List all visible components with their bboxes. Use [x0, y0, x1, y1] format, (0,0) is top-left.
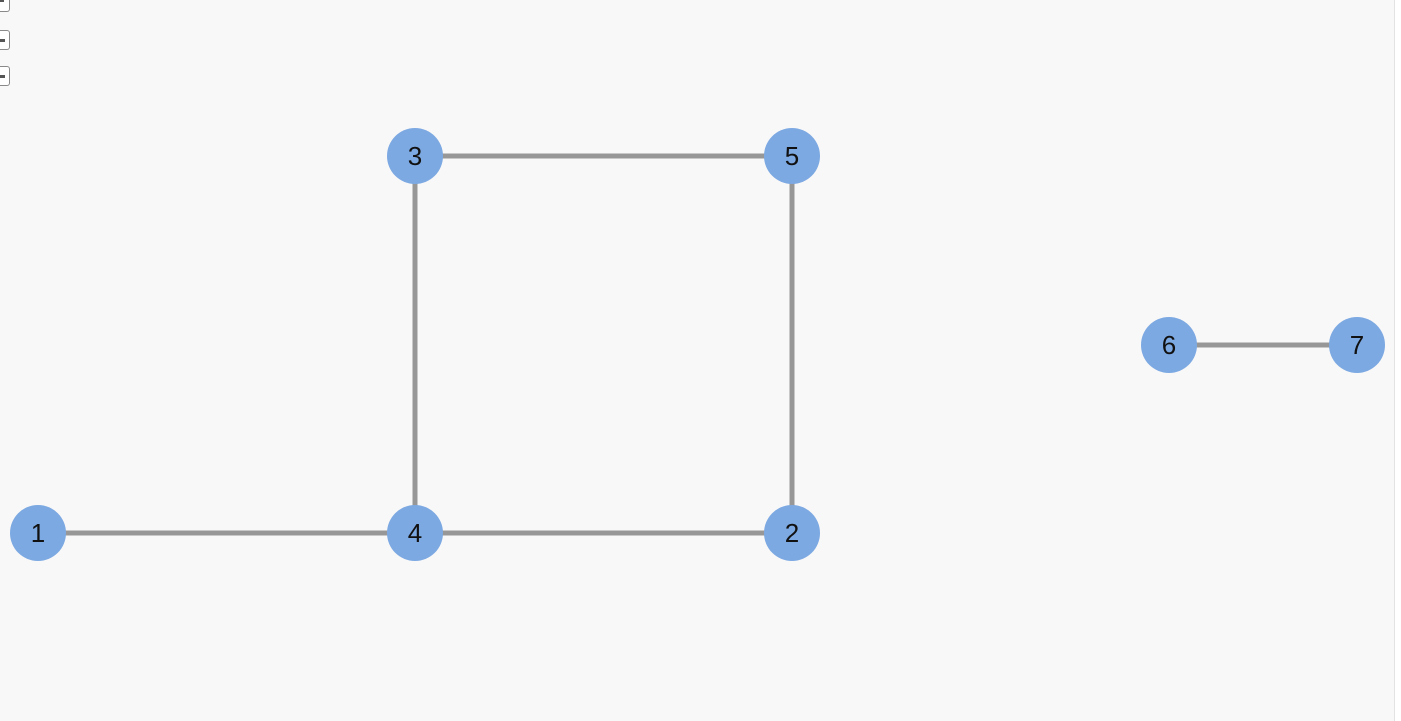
zoom-out-button[interactable] — [0, 66, 10, 86]
right-panel-edge — [1395, 0, 1401, 721]
node-circle[interactable] — [10, 505, 66, 561]
nodes: 1 2 3 4 5 6 7 — [10, 128, 1385, 561]
plus-icon — [0, 39, 5, 42]
minus-icon — [0, 75, 5, 78]
zoom-in-button[interactable] — [0, 30, 10, 50]
node-label: 5 — [785, 141, 799, 171]
node-5[interactable]: 5 — [764, 128, 820, 184]
node-3[interactable]: 3 — [387, 128, 443, 184]
node-circle[interactable] — [1329, 317, 1385, 373]
panel-divider — [1394, 0, 1395, 721]
node-label: 6 — [1162, 330, 1176, 360]
node-circle[interactable] — [387, 505, 443, 561]
node-circle[interactable] — [1141, 317, 1197, 373]
node-label: 2 — [785, 518, 799, 548]
node-label: 4 — [408, 518, 422, 548]
edges — [38, 153, 1357, 536]
node-circle[interactable] — [387, 128, 443, 184]
node-circle[interactable] — [764, 505, 820, 561]
node-4[interactable]: 4 — [387, 505, 443, 561]
node-label: 7 — [1350, 330, 1364, 360]
graph-controls — [0, 0, 14, 92]
node-2[interactable]: 2 — [764, 505, 820, 561]
node-7[interactable]: 7 — [1329, 317, 1385, 373]
node-label: 1 — [31, 518, 45, 548]
node-label: 3 — [408, 141, 422, 171]
node-6[interactable]: 6 — [1141, 317, 1197, 373]
fit-view-button[interactable] — [0, 0, 10, 12]
fit-icon — [0, 0, 4, 2]
node-circle[interactable] — [764, 128, 820, 184]
node-1[interactable]: 1 — [10, 505, 66, 561]
